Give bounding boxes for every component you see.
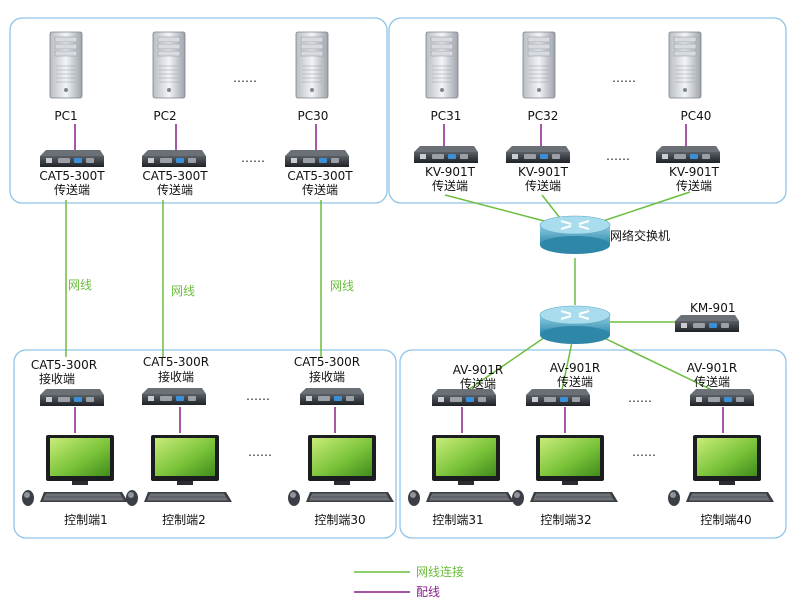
pc2-group: PC2 CAT5-300T 传送端 <box>142 31 208 197</box>
ellipsis: …… <box>233 71 257 85</box>
ellipsis: …… <box>241 151 265 165</box>
console-name: 控制端1 <box>64 513 108 527</box>
device-name: KV-901T <box>518 165 569 179</box>
monitor-icon <box>151 435 219 485</box>
ellipsis: …… <box>606 149 630 163</box>
cat5-300t-box-icon <box>285 150 349 167</box>
network-line-pc40 <box>599 191 691 223</box>
device-name: CAT5-300R <box>143 355 209 369</box>
monitor-icon <box>432 435 500 485</box>
av-receiver32-group: AV-901R 传送端 控制端32 <box>511 361 619 527</box>
network-line-pc32 <box>541 194 561 219</box>
cat5-300t-box-icon <box>40 150 104 167</box>
device-role: 传送端 <box>157 182 193 197</box>
device-name: CAT5-300R <box>31 358 97 372</box>
kv-901t-box-icon <box>656 146 720 163</box>
monitor-icon <box>536 435 604 485</box>
monitor-icon <box>46 435 114 485</box>
pc32-group: PC32 KV-901T 传送端 <box>506 31 570 193</box>
console-name: 控制端31 <box>432 513 483 527</box>
pc30-group: PC30 CAT5-300T 传送端 <box>285 31 353 197</box>
console-name: 控制端30 <box>314 513 365 527</box>
ellipsis: …… <box>248 445 272 459</box>
cat5-300r-box-icon <box>40 389 104 406</box>
ellipsis: …… <box>246 389 270 403</box>
device-name: AV-901R <box>453 363 504 377</box>
network-line-av1 <box>467 334 549 391</box>
pc-tower-icon <box>295 31 329 99</box>
device-name: CAT5-300T <box>287 169 353 183</box>
av-901r-box-icon <box>432 389 496 406</box>
av-receiver31-group: AV-901R 传送端 控制端31 <box>407 363 515 527</box>
pc1-group: PC1 CAT5-300T 传送端 <box>39 31 105 197</box>
device-name: CAT5-300T <box>142 169 208 183</box>
device-role: 传送端 <box>557 374 593 389</box>
cable-label-1: 网线 <box>68 278 92 292</box>
network-line-av3 <box>599 335 713 391</box>
pc31-group: PC31 KV-901T 传送端 <box>414 31 478 193</box>
pc-name: PC2 <box>153 109 176 123</box>
device-role: 传送端 <box>432 178 468 193</box>
receiver2-group: CAT5-300R 接收端 控制端2 <box>125 355 233 527</box>
pc-tower-icon <box>425 31 459 99</box>
pc-name: PC32 <box>528 109 559 123</box>
cable-label-2: 网线 <box>171 284 195 298</box>
console-name: 控制端32 <box>540 513 591 527</box>
device-role: 传送端 <box>54 182 90 197</box>
cat5-300r-box-icon <box>142 388 206 405</box>
device-role: 传送端 <box>525 178 561 193</box>
pc-tower-icon <box>152 31 186 99</box>
network-line-pc31 <box>444 194 549 223</box>
device-role: 传送端 <box>676 178 712 193</box>
network-line-av2 <box>561 341 573 391</box>
pc-tower-icon <box>668 31 702 99</box>
console-name: 控制端2 <box>162 513 206 527</box>
cat5-300r-box-icon <box>300 388 364 405</box>
kv-901t-box-icon <box>414 146 478 163</box>
ellipsis: …… <box>628 391 652 405</box>
pc-name: PC31 <box>431 109 462 123</box>
km-label: KM-901 <box>690 301 735 315</box>
pc-name: PC30 <box>298 109 329 123</box>
console-name: 控制端40 <box>700 513 751 527</box>
device-role: 传送端 <box>694 374 730 389</box>
ellipsis: …… <box>612 71 636 85</box>
device-role: 传送端 <box>302 182 338 197</box>
network-switch-2-icon <box>539 305 611 344</box>
device-role: 接收端 <box>158 369 194 384</box>
pc-tower-icon <box>49 31 83 99</box>
av-receiver40-group: AV-901R 传送端 控制端40 <box>667 361 775 527</box>
cable-label-3: 网线 <box>330 279 354 293</box>
network-switch-icon <box>539 215 611 254</box>
switch-label: 网络交换机 <box>610 228 670 243</box>
pc-name: PC1 <box>54 109 77 123</box>
receiver30-group: CAT5-300R 接收端 控制端30 <box>287 355 395 527</box>
monitor-icon <box>693 435 761 485</box>
av-901r-box-icon <box>526 389 590 406</box>
device-name: AV-901R <box>550 361 601 375</box>
cat5-300t-box-icon <box>142 150 206 167</box>
pc-tower-icon <box>522 31 556 99</box>
pc-name: PC40 <box>681 109 712 123</box>
av-901r-box-icon <box>690 389 754 406</box>
km-901-box-icon <box>675 315 739 332</box>
device-role: 传送端 <box>460 376 496 391</box>
legend-network-label: 网线连接 <box>416 564 464 579</box>
device-name: AV-901R <box>687 361 738 375</box>
kv-901t-box-icon <box>506 146 570 163</box>
monitor-icon <box>308 435 376 485</box>
legend-wiring-label: 配线 <box>416 585 440 599</box>
device-role: 接收端 <box>39 371 75 386</box>
device-name: CAT5-300T <box>39 169 105 183</box>
ellipsis: …… <box>632 445 656 459</box>
device-role: 接收端 <box>309 369 345 384</box>
device-name: KV-901T <box>669 165 720 179</box>
device-name: CAT5-300R <box>294 355 360 369</box>
pc40-group: PC40 KV-901T 传送端 <box>656 31 720 193</box>
device-name: KV-901T <box>425 165 476 179</box>
receiver1-group: CAT5-300R 接收端 控制端1 <box>21 358 129 527</box>
